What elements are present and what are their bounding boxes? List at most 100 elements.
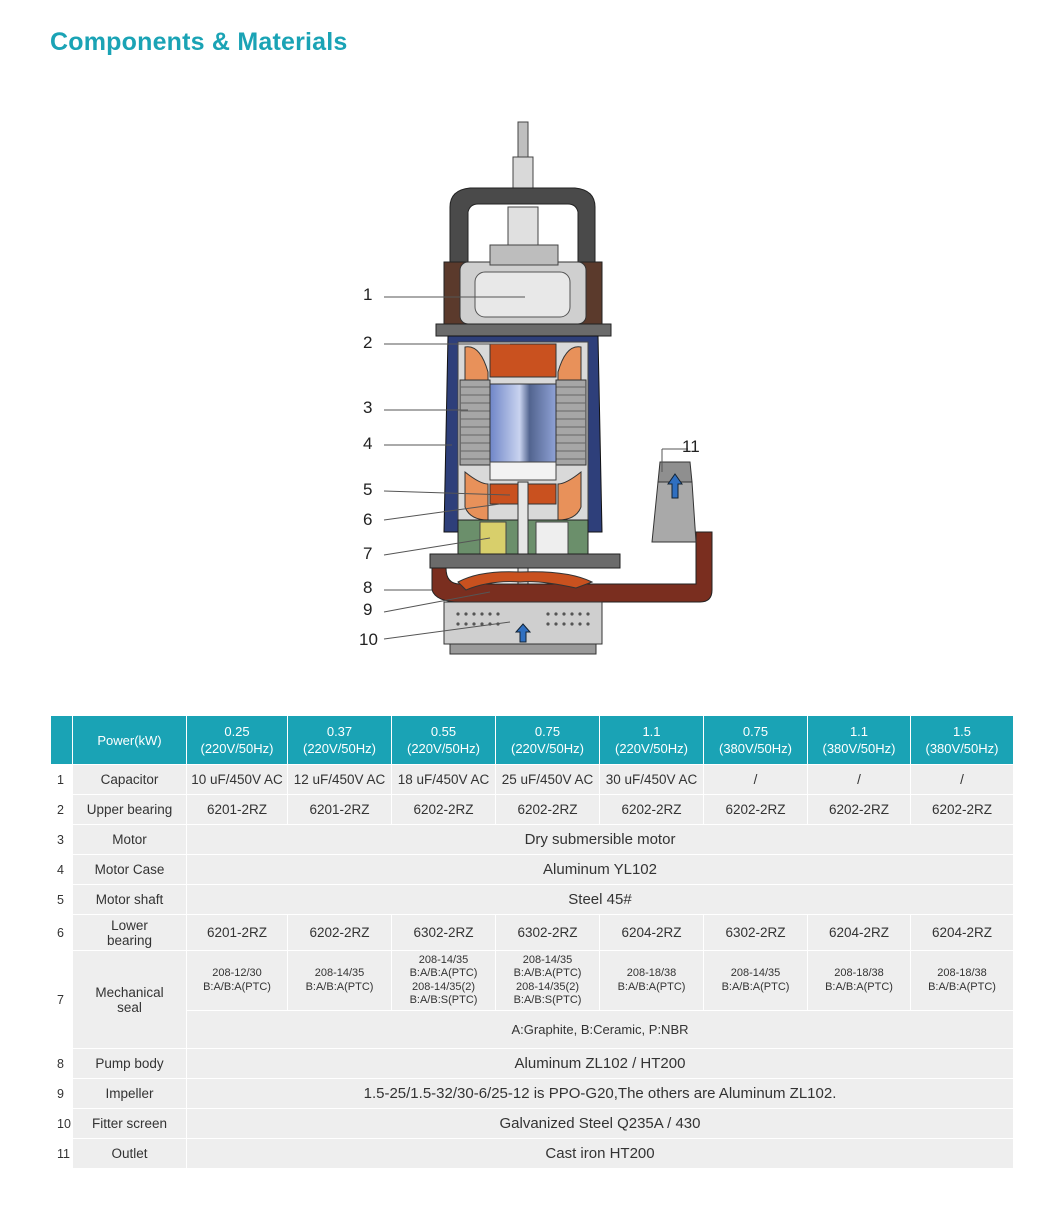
callout-3: 3 [363,398,373,417]
table-cell: 25 uF/450V AC [495,764,600,795]
seal-line: B:A/B:A(PTC) [409,967,478,979]
row-number: 11 [50,1138,73,1169]
table-row-motor-case: 4 Motor Case Aluminum YL102 [50,854,1014,885]
table-cell: 18 uF/450V AC [391,764,496,795]
header-power: 0.75 [534,724,561,739]
callout-7: 7 [363,544,373,563]
seal-line: B:A/B:A(PTC) [617,980,686,993]
table-cell: 6202-2RZ [703,794,808,825]
table-row-pump-body: 8 Pump body Aluminum ZL102 / HT200 [50,1048,1014,1079]
header-voltage: (220V/50Hz) [200,741,274,756]
callout-6: 6 [363,510,373,529]
table-cell-merged: Galvanized Steel Q235A / 430 [186,1108,1014,1139]
row-number: 5 [50,884,73,915]
callout-4: 4 [363,434,373,453]
row-number: 8 [50,1048,73,1079]
table-cell: 6202-2RZ [391,794,496,825]
header-power: 0.37 [326,724,353,739]
row-number: 6 [50,914,73,951]
table-row-motor-shaft: 5 Motor shaft Steel 45# [50,884,1014,915]
seal-line: B:A/B:A(PTC) [203,980,271,993]
row-label: Motor Case [72,854,187,885]
table-cell: 6202-2RZ [495,794,600,825]
row-number: 4 [50,854,73,885]
table-cell-merged: Dry submersible motor [186,824,1014,855]
table-header-row: Power(kW) 0.25(220V/50Hz) 0.37(220V/50Hz… [50,715,1014,765]
seal-line: 208-12/30 [212,967,262,979]
table-cell: 6204-2RZ [807,914,911,951]
table-row-fitter-screen: 10 Fitter screen Galvanized Steel Q235A … [50,1108,1014,1139]
seal-line: 208-14/35 [418,953,469,966]
seal-line: B:A/B:S(PTC) [513,994,582,1006]
table-cell: 10 uF/450V AC [186,764,288,795]
header-col-2: 0.37(220V/50Hz) [287,715,392,765]
row-label-line: seal [117,999,142,1015]
table-row-seal-legend: A:Graphite, B:Ceramic, P:NBR [51,1010,1014,1049]
row-number: 3 [50,824,73,855]
table-row-outlet: 11 Outlet Cast iron HT200 [50,1138,1014,1169]
seal-line: 208-14/35 [730,967,781,979]
seal-line: 208-18/38 [937,967,987,979]
callout-8: 8 [363,578,373,597]
seal-line: 208-18/38 [834,967,884,979]
header-voltage: (380V/50Hz) [719,741,792,756]
header-voltage: (220V/50Hz) [407,741,480,756]
header-power: 0.25 [224,724,250,739]
table-cell-merged: Aluminum YL102 [186,854,1014,885]
header-col-1: 0.25 (220V/50Hz) [186,715,288,765]
header-col-6: 0.75 (380V/50Hz) [703,715,808,765]
seal-line: B:A/B:A(PTC) [513,967,582,979]
header-power: 0.55 [430,724,457,739]
header-voltage: (220V/50Hz) [615,741,688,756]
row-label: Impeller [72,1078,187,1109]
table-cell: 6204-2RZ [599,914,704,951]
row-number: 7 [50,950,73,1049]
table-cell: 6202-2RZ [807,794,911,825]
table-cell: 6201-2RZ [287,794,392,825]
seal-material-legend: A:Graphite, B:Ceramic, P:NBR [186,1010,1014,1049]
table-row-upper-bearing: 2 Upper bearing 6201-2RZ 6201-2RZ 6202-2… [50,794,1014,825]
table-cell: 6302-2RZ [391,914,496,951]
page-title: Components & Materials [50,28,348,56]
table-cell: 6201-2RZ [186,914,288,951]
seal-line: B:A/B:A(PTC) [721,980,790,993]
seal-line: B:A/B:A(PTC) [305,980,374,993]
row-label-line: Lower [111,917,148,933]
row-label: Motor shaft [72,884,187,915]
table-cell: 6302-2RZ [703,914,808,951]
callout-5: 5 [363,480,373,499]
seal-line: 208-14/35(2) [516,980,579,993]
header-voltage: (380V/50Hz) [822,741,896,756]
header-power: 0.75 [742,724,769,739]
callout-1: 1 [363,285,373,304]
table-cell: 6202-2RZ [910,794,1014,825]
pump-cross-section-diagram [383,121,713,655]
seal-line: 208-14/35 [522,953,573,966]
table-cell: / [703,764,808,795]
row-label: Fitter screen [72,1108,187,1139]
callout-10: 10 [359,630,378,649]
seal-line: 208-14/35 [314,967,365,979]
header-voltage: (220V/50Hz) [511,741,584,756]
table-cell: 6202-2RZ [599,794,704,825]
header-power: 1.5 [952,724,972,739]
table-cell: 6201-2RZ [186,794,288,825]
row-label-line: bearing [106,932,153,948]
table-cell-merged: Cast iron HT200 [186,1138,1014,1169]
callout-11: 11 [682,437,700,456]
seal-line: 208-18/38 [626,967,677,979]
table-cell: 6204-2RZ [910,914,1014,951]
table-row-capacitor: 1 Capacitor 10 uF/450V AC 12 uF/450V AC … [50,764,1014,795]
table-cell: 12 uF/450V AC [287,764,392,795]
seal-line: B:A/B:S(PTC) [409,994,478,1006]
